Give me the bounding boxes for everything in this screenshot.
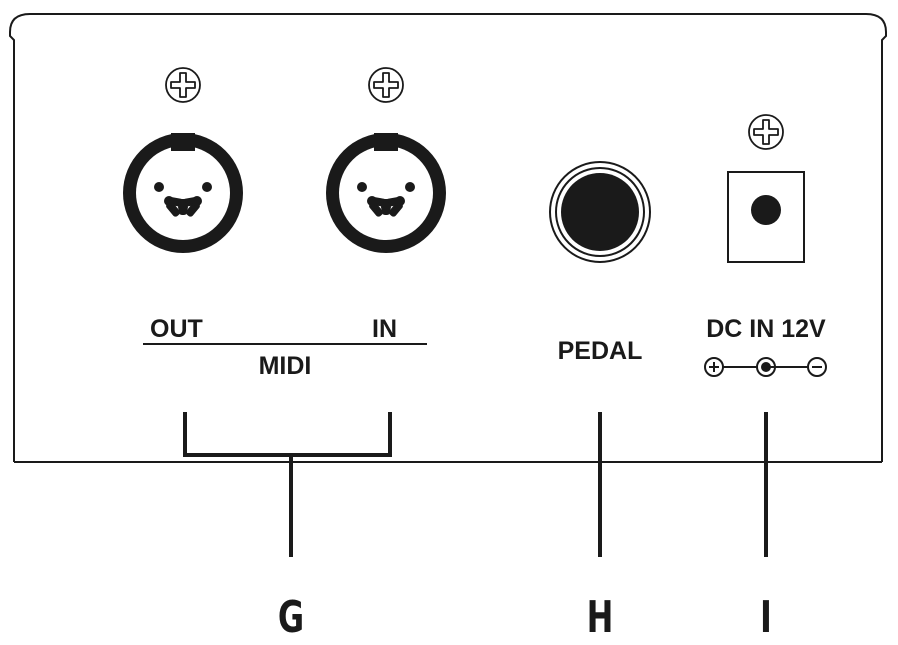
polarity-icon xyxy=(704,357,827,377)
midi-out-connector xyxy=(123,67,243,253)
callout-i: I xyxy=(760,592,772,643)
screw-icon xyxy=(165,67,201,103)
pedal-jack xyxy=(549,161,651,263)
screw-icon xyxy=(368,67,404,103)
callout-g-bracket xyxy=(183,412,392,557)
callout-h: H xyxy=(587,592,614,643)
dc-jack xyxy=(727,114,805,263)
midi-in-label: IN xyxy=(372,315,397,343)
screw-icon xyxy=(748,114,784,150)
callout-g: G xyxy=(278,592,304,643)
panel-outline xyxy=(9,13,887,462)
midi-group-label: MIDI xyxy=(259,352,312,380)
dc-in-label: DC IN 12V xyxy=(706,315,826,343)
midi-out-label: OUT xyxy=(150,315,203,343)
pedal-label: PEDAL xyxy=(558,337,643,365)
midi-in-connector xyxy=(326,67,446,253)
